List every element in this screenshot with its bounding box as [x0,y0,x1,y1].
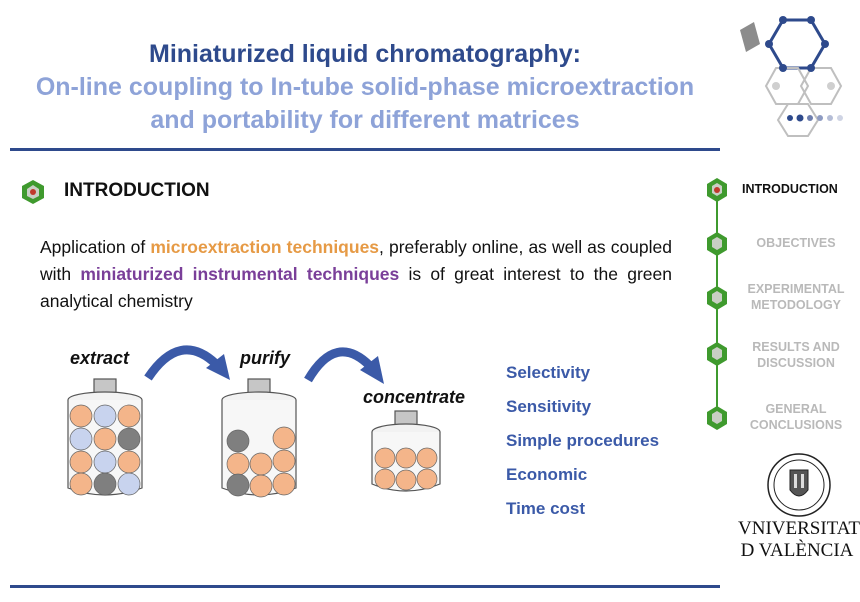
nav-label: DISCUSSION [757,356,835,370]
arrow-extract-to-purify-icon [144,345,230,381]
nav-item-objectives[interactable]: OBJECTIVES [756,236,836,250]
university-seal-icon [767,453,831,517]
section-heading: INTRODUCTION [64,180,210,201]
paragraph-text: , preferably online, as well as coupled … [40,237,672,284]
vial-concentrate [371,410,441,492]
benefit-item: Selectivity [506,363,591,382]
hexagon-logo [740,16,843,137]
vial-purify [221,378,297,498]
paragraph-text: is of great interest to the green analyt… [40,264,672,311]
hexagon-nav-icon [707,178,727,202]
hexagon-nav-icon [707,406,727,430]
title-line-3: and portability for different matrices [150,106,580,134]
nav-item-introduction[interactable]: INTRODUCTION [742,182,838,196]
hexagon-nav-icon [707,342,727,366]
hexagon-nav-icon [707,286,727,310]
benefit-item: Sensitivity [506,397,592,416]
benefit-item: Time cost [506,499,586,518]
top-divider [10,148,720,151]
title-line-1: Miniaturized liquid chromatography: [149,40,581,68]
step-extract: extract [70,348,130,368]
benefit-item: Simple procedures [506,431,660,450]
hexagon-bullet-icon [22,180,44,204]
nav-item-conclusions[interactable]: GENERAL CONCLUSIONS [740,401,852,433]
section-timeline [707,178,727,430]
nav-item-experimental[interactable]: EXPERIMENTAL METODOLOGY [740,281,852,313]
step-concentrate: concentrate [363,387,466,407]
nav-label: EXPERIMENTAL [747,282,845,296]
nav-label: GENERAL [765,402,827,416]
title-line-2: On-line coupling to In-tube solid-phase … [35,73,695,101]
paragraph-text: Application of [40,237,151,257]
nav-label: CONCLUSIONS [749,418,843,432]
nav-item-results[interactable]: RESULTS AND DISCUSSION [740,339,852,371]
intro-paragraph: Application of microextraction technique… [40,234,672,315]
step-purify: purify [240,348,291,368]
arrow-purify-to-concentrate-icon [304,347,384,384]
nav-label: METODOLOGY [750,298,842,312]
highlight-microextraction: microextraction techniques [150,237,380,257]
hexagon-nav-icon [707,232,727,256]
nav-label: RESULTS AND [752,340,840,354]
highlight-miniaturized: miniaturized instrumental techniques [80,264,400,284]
university-name-line-1: VNIVERSITAT [738,518,860,539]
benefit-item: Economic [506,465,588,484]
bottom-divider [10,585,720,588]
vial-extract [67,378,143,496]
university-name-line-2: D VALÈNCIA [740,540,854,561]
